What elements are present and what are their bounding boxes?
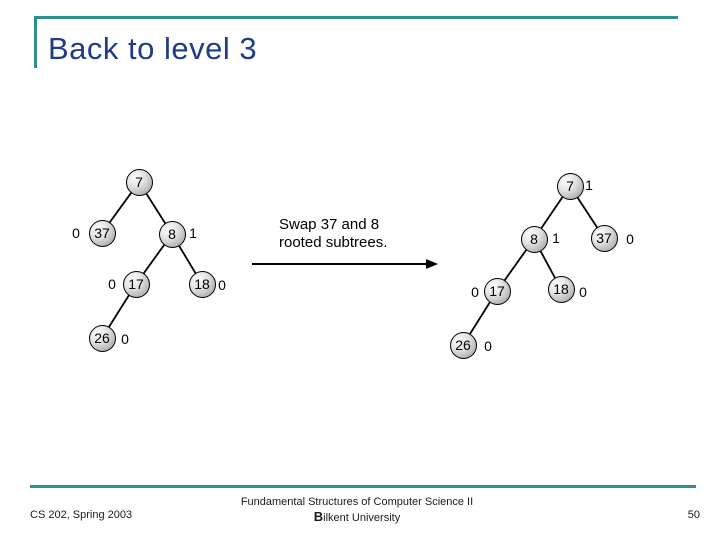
swap-annotation: Swap 37 and 8 rooted subtrees.	[279, 216, 387, 252]
balance-factor-label: 1	[585, 177, 593, 193]
node-value: 18	[194, 276, 210, 292]
node-value: 18	[553, 281, 569, 297]
footer-line-2: Bilkent University	[313, 508, 401, 524]
footer-course-label: CS 202, Spring 2003	[30, 509, 133, 521]
page-number: 50	[687, 509, 700, 521]
balance-factor-label: 0	[484, 338, 492, 354]
node-value: 8	[168, 226, 176, 242]
tree-node: 18	[188, 270, 216, 298]
balance-factor-label: 0	[471, 284, 479, 300]
annotation-line-2: rooted subtrees.	[279, 234, 388, 251]
annotation-line-1: Swap 37 and 8	[279, 216, 380, 233]
tree-node: 7	[125, 168, 153, 196]
tree-node: 37	[88, 219, 116, 247]
balance-factor-label: 1	[552, 230, 560, 246]
node-value: 17	[489, 283, 505, 299]
balance-factor-label: 0	[218, 277, 226, 293]
balance-factor-label: 0	[72, 225, 80, 241]
balance-factor-label: 0	[579, 284, 587, 300]
node-value: 26	[455, 337, 471, 353]
top-accent-line	[34, 16, 678, 19]
footer-institution: Fundamental Structures of Computer Scien…	[157, 496, 557, 525]
balance-factor-label: 0	[626, 231, 634, 247]
node-value: 26	[94, 330, 110, 346]
footer-accent-line	[30, 485, 696, 488]
footer-line-1: Fundamental Structures of Computer Scien…	[240, 496, 474, 508]
node-value: 17	[128, 276, 144, 292]
right-tree-edges	[462, 185, 605, 346]
tree-node: 17	[122, 270, 150, 298]
node-value: 37	[94, 225, 110, 241]
tree-node: 26	[88, 324, 116, 352]
node-value: 8	[530, 231, 538, 247]
tree-node: 7	[556, 172, 584, 200]
left-tree-edges	[101, 181, 203, 339]
swap-arrow	[252, 259, 438, 269]
tree-node: 37	[590, 224, 618, 252]
tree-node: 26	[449, 331, 477, 359]
node-value: 7	[566, 178, 574, 194]
page-title: Back to level 3	[48, 31, 258, 66]
balance-factor-label: 1	[189, 225, 197, 241]
balance-factor-label: 0	[108, 276, 116, 292]
node-value: 7	[135, 174, 143, 190]
tree-node: 18	[547, 275, 575, 303]
tree-node: 17	[483, 277, 511, 305]
node-value: 37	[596, 230, 612, 246]
tree-node: 8	[158, 220, 186, 248]
balance-factor-label: 0	[121, 331, 129, 347]
tree-node: 8	[520, 225, 548, 253]
left-accent-line	[34, 16, 37, 68]
